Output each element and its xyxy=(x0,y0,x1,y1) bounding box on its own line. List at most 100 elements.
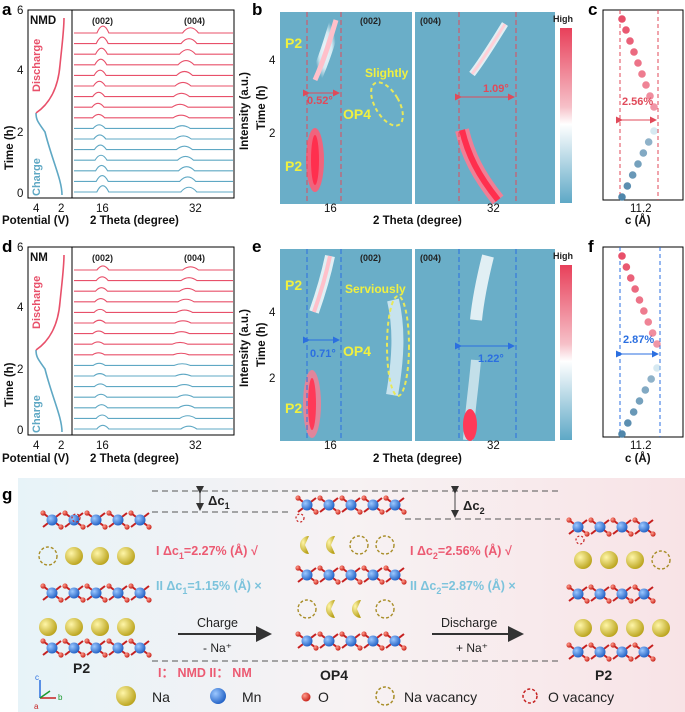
panel-f-frame xyxy=(602,246,684,438)
mn-atom xyxy=(90,587,102,599)
mn-atom xyxy=(68,514,80,526)
panel-d-tick-4: 4 xyxy=(17,302,24,314)
panel-g-l1-nm: II Δc1=1.15% (Å) × xyxy=(156,578,262,596)
legend-na-icon xyxy=(116,686,136,706)
xrd-pattern xyxy=(74,154,233,161)
o-atom xyxy=(361,495,367,501)
panel-e-shift-004: 1.22° xyxy=(478,353,504,365)
panel-f-tick: 11.2 xyxy=(630,440,652,452)
panel-e-heatmap-right xyxy=(415,249,555,441)
panel-d-theta-tick-16: 16 xyxy=(96,440,109,452)
o-atom xyxy=(357,509,363,515)
o-atom xyxy=(317,565,323,571)
legend-mn: Mn xyxy=(242,689,261,705)
discharge-curve xyxy=(35,17,65,114)
lattice-point-discharge xyxy=(626,37,634,45)
mn-atom xyxy=(572,646,584,658)
o-atom xyxy=(588,584,594,590)
o-atom xyxy=(124,597,130,603)
mn-atom xyxy=(389,569,401,581)
panel-g-discharge: Discharge xyxy=(441,616,497,630)
panel-b-heatmap-left xyxy=(280,12,412,204)
mn-atom xyxy=(367,499,379,511)
mn-atom xyxy=(389,499,401,511)
panel-d-xrd-stack xyxy=(74,265,233,430)
panel-a-tag: NMD xyxy=(30,15,56,27)
panel-b-note: Slightly xyxy=(365,66,409,80)
o-atom xyxy=(357,579,363,585)
mn-atom xyxy=(638,588,650,600)
panel-g-label: g xyxy=(2,485,12,504)
legend-na-vacancy-icon xyxy=(375,686,395,706)
panel-g-roman-legend: I： NMD II： NM xyxy=(158,666,252,680)
o-atom xyxy=(102,597,108,603)
panel-d-discharge-label: Discharge xyxy=(31,276,43,329)
panel-d-potential-label: Potential (V) xyxy=(2,453,69,465)
xrd-pattern xyxy=(74,144,233,151)
panel-e-time-label: Time (h) xyxy=(256,322,268,367)
o-atom xyxy=(128,638,134,644)
mn-atom xyxy=(389,635,401,647)
o-atom xyxy=(606,656,612,662)
mn-atom xyxy=(134,642,146,654)
na-atom xyxy=(91,547,109,565)
panel-a-theta-tick-16: 16 xyxy=(96,203,109,215)
o-vacancy xyxy=(575,535,585,545)
lattice-point-discharge xyxy=(635,296,644,304)
o-atom xyxy=(610,642,616,648)
lattice-point-discharge xyxy=(644,318,653,326)
mn-atom xyxy=(90,514,102,526)
o-atom xyxy=(84,583,90,589)
panel-d-peak-002: (002) xyxy=(92,253,113,263)
na-atom xyxy=(65,547,83,565)
lattice-point-discharge xyxy=(618,15,626,23)
panel-g-l2-nmd: I Δc2=2.56% (Å) √ xyxy=(410,543,512,561)
o-atom xyxy=(62,638,68,644)
panel-d-potential-curve xyxy=(35,254,65,433)
panel-d-pot-tick-4: 4 xyxy=(33,440,40,452)
o-atom xyxy=(40,583,46,589)
panel-g-structure-p2-left xyxy=(38,510,152,658)
o-atom xyxy=(317,631,323,637)
o-atom xyxy=(335,579,341,585)
legend-o-vacancy: O vacancy xyxy=(548,689,614,705)
o-atom xyxy=(650,531,656,537)
na-vacancy xyxy=(651,550,671,570)
o-atom xyxy=(106,510,112,516)
lattice-point-charge xyxy=(628,171,637,179)
o-atom xyxy=(361,565,367,571)
o-vacancy xyxy=(295,513,305,523)
xrd-pattern xyxy=(74,373,233,377)
o-atom xyxy=(62,583,68,589)
lattice-point-charge xyxy=(644,138,653,146)
lattice-point-charge xyxy=(653,364,661,372)
mn-atom xyxy=(367,635,379,647)
mn-atom xyxy=(594,521,606,533)
panel-d-frame xyxy=(27,246,235,436)
panel-e-theta-16: 16 xyxy=(324,440,337,452)
svg-text:b: b xyxy=(58,693,63,702)
panel-a-discharge-label: Discharge xyxy=(31,39,43,92)
lattice-point-charge xyxy=(641,386,650,394)
panel-b-theta-32: 32 xyxy=(487,203,500,215)
lattice-point-charge xyxy=(618,193,626,201)
panel-e-colorbar-high: High xyxy=(553,251,573,261)
panel-c-label: c xyxy=(588,0,597,19)
lattice-point-charge xyxy=(639,149,648,157)
panel-b-theta-16: 16 xyxy=(324,203,337,215)
panel-e-op4: OP4 xyxy=(343,343,371,359)
mn-atom xyxy=(345,569,357,581)
o-atom xyxy=(610,584,616,590)
panel-g-op4: OP4 xyxy=(320,667,348,683)
o-atom xyxy=(124,652,130,658)
xrd-pattern xyxy=(74,362,233,366)
na-vacancy xyxy=(349,535,369,555)
o-atom xyxy=(80,597,86,603)
panel-b-op4: OP4 xyxy=(343,106,371,122)
panel-g-charge: Charge xyxy=(197,616,238,630)
lattice-point-discharge xyxy=(630,48,638,56)
svg-text:a: a xyxy=(34,702,39,711)
mn-atom xyxy=(90,642,102,654)
mn-atom xyxy=(323,499,335,511)
o-atom xyxy=(106,638,112,644)
